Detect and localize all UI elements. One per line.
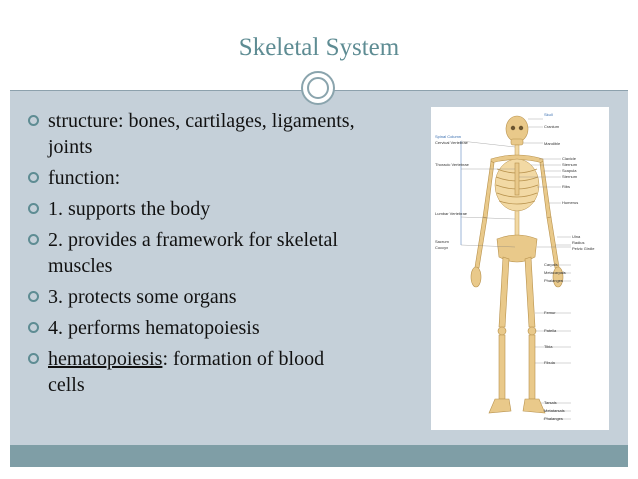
label-radius: Radius xyxy=(572,240,584,245)
sternum-shape xyxy=(514,162,520,196)
bottom-bar xyxy=(10,445,628,467)
bullet-marker-icon xyxy=(28,322,39,333)
tibia-left xyxy=(498,334,506,400)
slide-title: Skeletal System xyxy=(238,34,400,61)
circle-ornament-icon xyxy=(301,71,335,105)
label-thoracic-vertebrae: Thoracic Vertebrae xyxy=(435,162,470,167)
label-phalanges-hand: Phalanges xyxy=(544,278,563,283)
label-sacrum: Sacrum xyxy=(435,239,449,244)
label-clavicle: Clavicle xyxy=(562,156,577,161)
bullet-item: structure: bones, cartilages, ligaments,… xyxy=(28,108,358,160)
bullet-item: 3. protects some organs xyxy=(28,284,358,310)
label-cranium: Cranium xyxy=(544,124,560,129)
mandible-shape xyxy=(510,138,524,146)
bullet-item: 4. performs hematopoiesis xyxy=(28,315,358,341)
bullet-text: 3. protects some organs xyxy=(48,286,237,308)
label-sternum: Sternum xyxy=(562,162,578,167)
label-tibia: Tibia xyxy=(544,344,553,349)
bullet-marker-icon xyxy=(28,203,39,214)
label-fibula: Fibula xyxy=(544,360,556,365)
bullet-marker-icon xyxy=(28,172,39,183)
bullet-marker-icon xyxy=(28,115,39,126)
forearm-left xyxy=(474,216,488,269)
bullet-text: 2. provides a framework for skeletal mus… xyxy=(48,229,338,277)
label-humerus: Humerus xyxy=(562,200,578,205)
label-coccyx: Coccyx xyxy=(435,245,448,250)
patella-right xyxy=(527,326,537,336)
label-metatarsals: Metatarsals xyxy=(544,408,565,413)
femur-left xyxy=(498,256,510,328)
skeleton-diagram: Skull Cranium Mandible Clavicle Sternum … xyxy=(435,112,595,421)
skull-shape xyxy=(505,115,529,143)
label-tarsals: Tarsals xyxy=(544,400,557,405)
femur-right xyxy=(524,256,536,328)
bullet-list: structure: bones, cartilages, ligaments,… xyxy=(28,108,358,403)
bullet-text: 1. supports the body xyxy=(48,198,211,220)
bullet-text: structure: bones, cartilages, ligaments,… xyxy=(48,110,355,158)
label-pelvic-girdle: Pelvic Girdle xyxy=(572,246,595,251)
label-cervical-vertebrae: Cervical Vertebrae xyxy=(435,140,469,145)
label-lumbar-vertebrae: Lumbar Vertebrae xyxy=(435,211,468,216)
bullet-text: function: xyxy=(48,167,121,189)
hematopoiesis-term: hematopoiesis xyxy=(48,348,163,370)
label-ribs: Ribs xyxy=(562,184,570,189)
label-metacarpals: Metacarpals xyxy=(544,270,566,275)
label-skull: Skull xyxy=(544,112,553,117)
bullet-marker-icon xyxy=(28,353,39,364)
label-patella: Patella xyxy=(544,328,557,333)
bullet-item: 2. provides a framework for skeletal mus… xyxy=(28,227,358,279)
eye-socket xyxy=(518,125,524,131)
eye-socket xyxy=(510,125,516,131)
label-phalanges-foot: Phalanges xyxy=(544,416,563,421)
skeleton-figure: Skull Cranium Mandible Clavicle Sternum … xyxy=(431,107,609,430)
tibia-right xyxy=(528,334,536,400)
bullet-text: : formation of blood cells xyxy=(48,348,325,396)
bullet-marker-icon xyxy=(28,291,39,302)
foot-right xyxy=(522,398,546,414)
bullet-item: hematopoiesis: formation of blood cells xyxy=(28,346,358,398)
label-femur: Femur xyxy=(544,310,556,315)
label-sternum-2: Sternum xyxy=(562,174,578,179)
leader-lines xyxy=(460,118,571,420)
foot-left xyxy=(488,398,512,414)
slide: Skeletal System structure: bones, cartil… xyxy=(10,10,628,467)
bullet-item: 1. supports the body xyxy=(28,196,358,222)
bullet-text: 4. performs hematopoiesis xyxy=(48,317,260,339)
label-spinal-column: Spinal Column xyxy=(435,134,461,139)
humerus-right xyxy=(539,160,552,219)
bullet-item: function: xyxy=(28,165,358,191)
forearm-right xyxy=(546,216,560,269)
label-mandible: Mandible xyxy=(544,141,561,146)
label-scapula: Scapula xyxy=(562,168,577,173)
bullet-marker-icon xyxy=(28,234,39,245)
label-ulna: Ulna xyxy=(572,234,581,239)
humerus-left xyxy=(482,160,495,219)
patella-left xyxy=(497,326,507,336)
hand-right xyxy=(552,266,564,288)
label-carpals: Carpals xyxy=(544,262,558,267)
hand-left xyxy=(470,266,482,288)
